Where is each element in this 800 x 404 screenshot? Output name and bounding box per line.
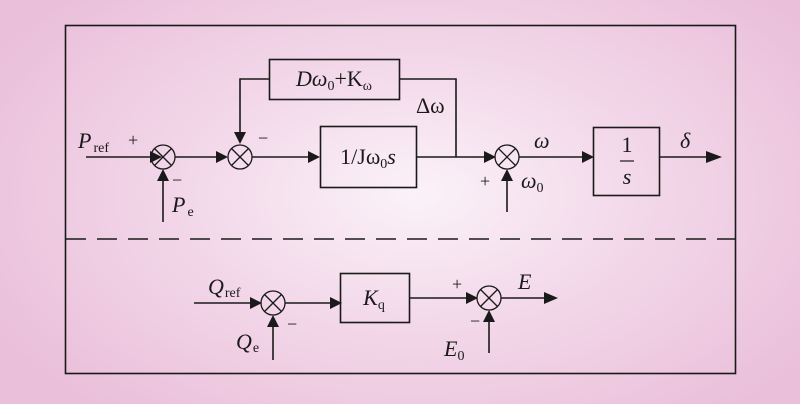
summing-junction-2 bbox=[227, 144, 253, 170]
e-output-label: E bbox=[517, 269, 532, 294]
delta-omega-label: Δω bbox=[416, 93, 445, 118]
integrator-numerator: 1 bbox=[622, 132, 633, 157]
omega0-sign: + bbox=[480, 171, 490, 191]
damping-block bbox=[268, 58, 401, 101]
delta-output-arrow bbox=[706, 151, 722, 163]
pref-arrow bbox=[150, 151, 162, 163]
pe-sign: − bbox=[172, 170, 182, 190]
diagram-frame bbox=[64, 24, 737, 375]
e0-sign: − bbox=[470, 311, 480, 331]
summing-junction-5 bbox=[476, 285, 502, 311]
e-output-arrow bbox=[544, 292, 558, 304]
sum1-to-sum2-arrow bbox=[216, 151, 228, 163]
integrator-denominator: s bbox=[623, 164, 632, 189]
delta-omega-feedback-line bbox=[400, 78, 457, 157]
inertia-block-label: 1/Jω0s bbox=[340, 144, 396, 172]
qe-sign: − bbox=[287, 314, 297, 334]
reactive-gain-label: Kq bbox=[362, 285, 385, 313]
omega0-arrow bbox=[501, 169, 513, 181]
damping-to-sum2-arrow bbox=[234, 132, 246, 144]
omega-label: ω bbox=[534, 128, 550, 153]
feedback-sign: − bbox=[258, 128, 268, 148]
gain-to-sum5-arrow bbox=[466, 292, 478, 304]
pref-sign: + bbox=[128, 130, 138, 150]
damping-to-sum2-line bbox=[239, 78, 269, 134]
delta-label: δ bbox=[680, 128, 691, 153]
e0-arrow bbox=[483, 310, 495, 322]
qref-arrow bbox=[250, 297, 262, 309]
pe-arrow bbox=[157, 169, 169, 181]
omega0-label: ω0 bbox=[521, 168, 544, 196]
reactive-gain-block bbox=[339, 272, 411, 324]
summing-junction-4 bbox=[260, 290, 286, 316]
sum5-plus-sign: + bbox=[452, 274, 462, 294]
qe-label: Qe bbox=[236, 329, 259, 356]
damping-block-label: Dω0+Kω bbox=[295, 66, 372, 94]
block-to-sum3-arrow bbox=[484, 151, 496, 163]
sum2-to-block-arrow bbox=[308, 151, 320, 163]
qe-arrow bbox=[267, 315, 279, 327]
inertia-block bbox=[319, 125, 418, 189]
integrator-block bbox=[592, 126, 661, 197]
e0-label: E0 bbox=[443, 336, 464, 364]
omega-arrow bbox=[582, 151, 594, 163]
qref-label: Qref bbox=[208, 274, 241, 301]
sum4-to-gain-arrow bbox=[330, 297, 342, 309]
summing-junction-3 bbox=[494, 144, 520, 170]
